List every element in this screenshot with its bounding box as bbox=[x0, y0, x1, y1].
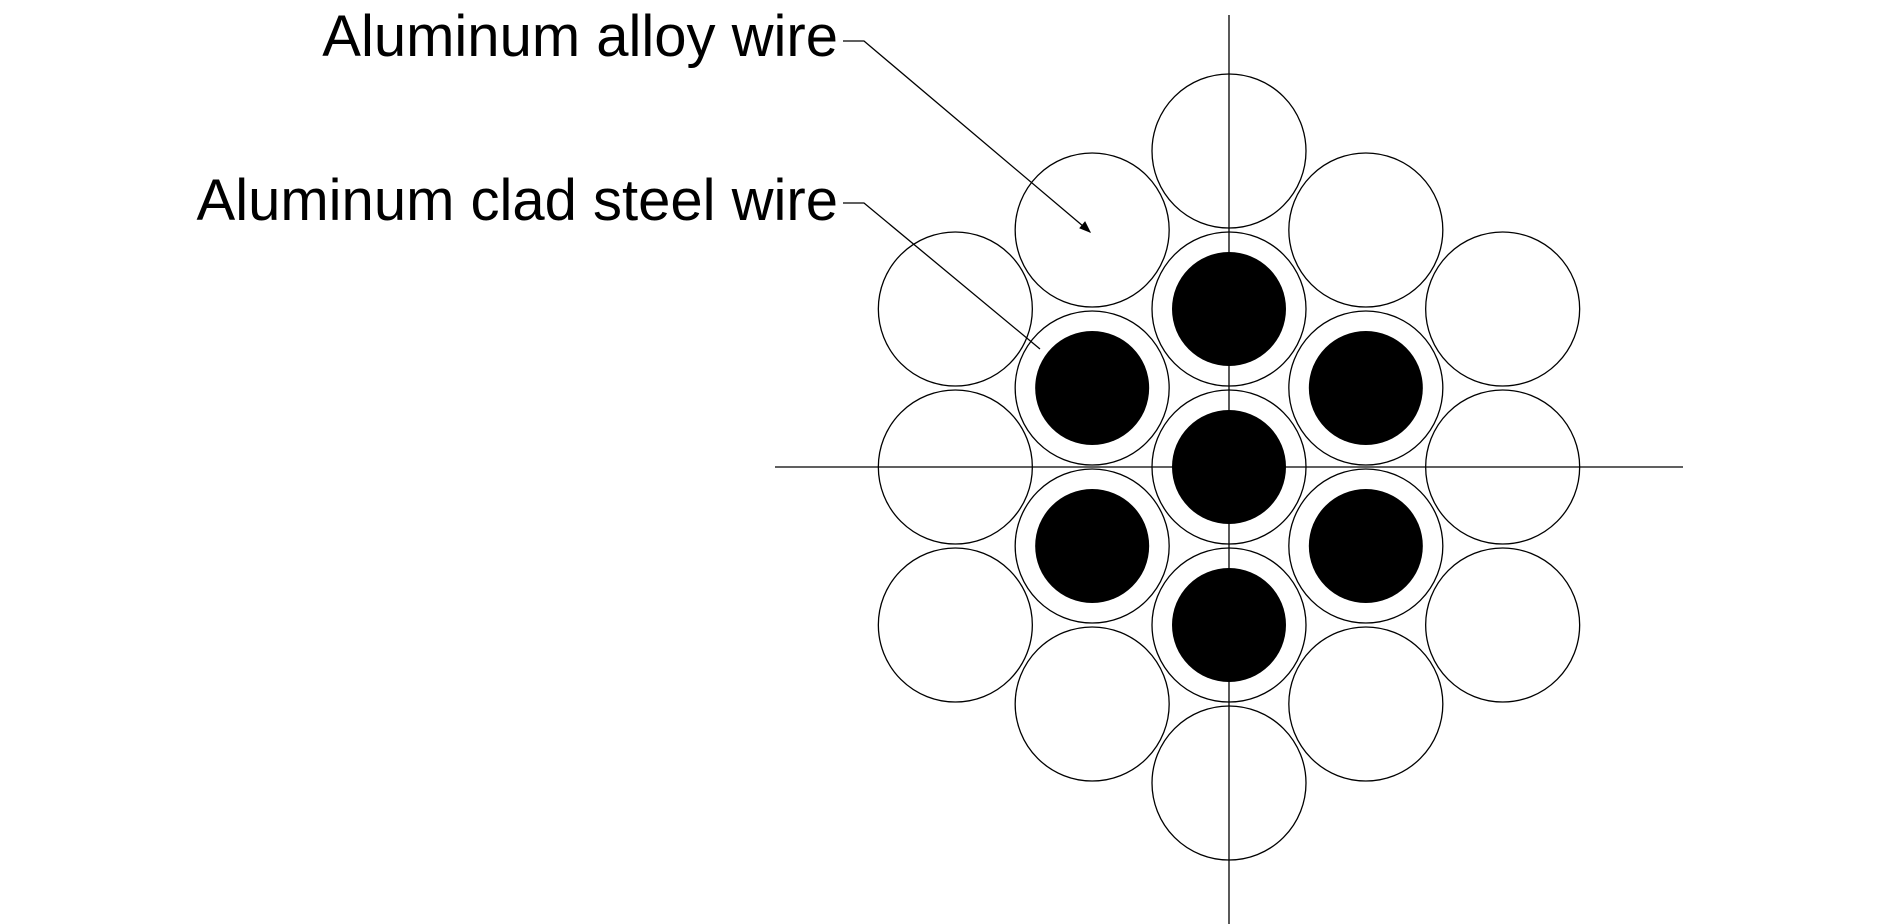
label-aluminum-clad-steel-wire: Aluminum clad steel wire bbox=[197, 168, 838, 233]
clad-steel-wire-outline bbox=[1288, 468, 1444, 624]
leader-line-aluminum-alloy-wire bbox=[843, 40, 1091, 233]
leader-line-aluminum-clad-steel-wire bbox=[843, 202, 1041, 350]
aluminum-alloy-wire bbox=[1288, 626, 1444, 782]
aluminum-alloy-wire bbox=[1151, 705, 1307, 861]
clad-steel-wire-core bbox=[1308, 331, 1423, 445]
aluminum-alloy-wire bbox=[1151, 73, 1307, 229]
clad-steel-wire-core bbox=[1172, 252, 1286, 366]
clad-steel-wire-outline bbox=[1151, 389, 1307, 545]
aluminum-alloy-wire bbox=[877, 231, 1033, 387]
clad-steel-wire-outline bbox=[1014, 310, 1170, 466]
leader-arrowhead-aluminum-alloy-wire bbox=[1079, 221, 1092, 233]
aluminum-alloy-wire bbox=[1288, 152, 1444, 308]
aluminum-alloy-wire bbox=[1014, 152, 1170, 308]
clad-steel-wire-core bbox=[1035, 331, 1150, 445]
aluminum-alloy-wire bbox=[1014, 626, 1170, 782]
clad-steel-wire-outline bbox=[1151, 547, 1307, 703]
clad-steel-wire-outline bbox=[1151, 231, 1307, 387]
aluminum-alloy-wire bbox=[877, 547, 1033, 703]
aluminum-alloy-wire-layer bbox=[877, 73, 1581, 861]
clad-steel-wire-core bbox=[1308, 489, 1423, 603]
label-aluminum-alloy-wire: Aluminum alloy wire bbox=[322, 4, 838, 69]
clad-steel-wire-outline bbox=[1014, 468, 1170, 624]
aluminum-alloy-wire bbox=[877, 389, 1033, 545]
aluminum-clad-steel-wire-core bbox=[1014, 231, 1444, 703]
aluminum-alloy-wire bbox=[1425, 231, 1581, 387]
clad-steel-wire-outline bbox=[1288, 310, 1444, 466]
clad-steel-wire-core bbox=[1172, 410, 1286, 524]
clad-steel-wire-core bbox=[1035, 489, 1150, 603]
clad-steel-wire-core bbox=[1172, 568, 1286, 682]
aluminum-alloy-wire bbox=[1425, 547, 1581, 703]
aluminum-alloy-wire bbox=[1425, 389, 1581, 545]
